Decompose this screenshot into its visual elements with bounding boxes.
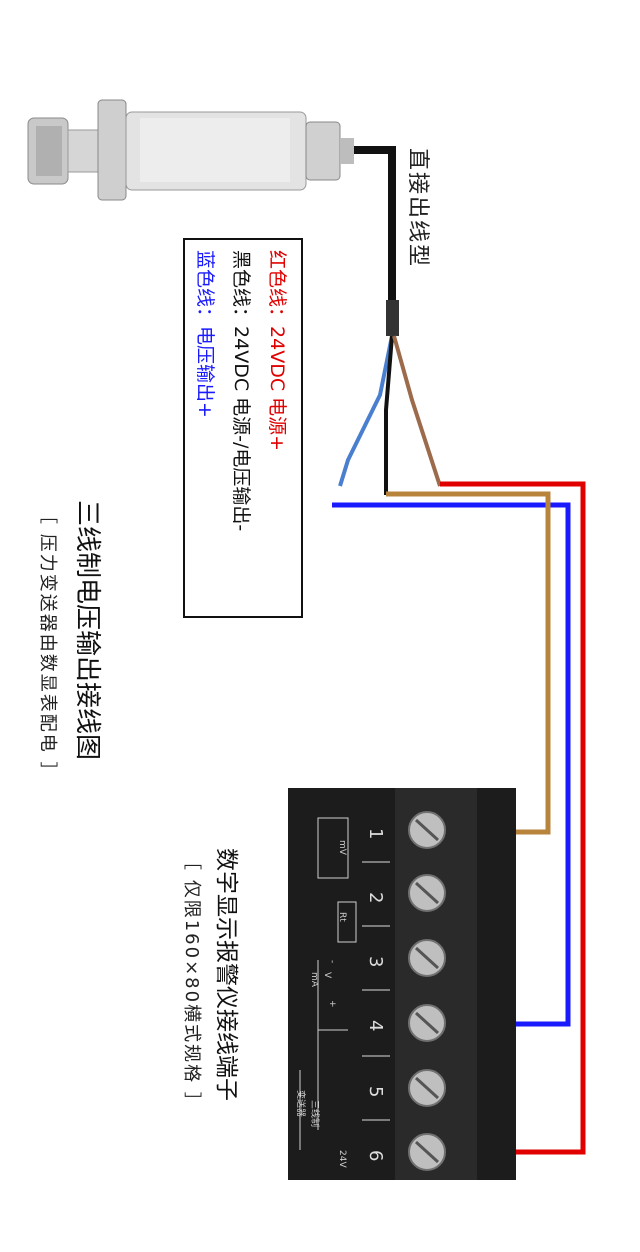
terminal-number-4: 4: [365, 1020, 386, 1031]
legend-black-label: 黑色线：: [230, 250, 252, 327]
legend-black: 黑色线：24VDC 电源-/电压输出-: [229, 250, 256, 531]
schem-v: V: [322, 972, 332, 979]
schem-ma: mA: [309, 972, 319, 988]
schem-24v: 24V: [337, 1150, 347, 1168]
terminal-number-1: 1: [365, 828, 386, 839]
schem-rt: Rt: [337, 912, 347, 922]
terminal-number-3: 3: [365, 956, 386, 967]
legend-black-value: 24VDC 电源-/电压输出-: [230, 326, 252, 532]
page-title: 三线制电压输出接线图: [72, 500, 102, 761]
terminal-number-6: 6: [365, 1150, 386, 1161]
schematic-labels: mV Rt V mA + - 24V 三线制 变送器: [295, 840, 347, 1168]
legend-red-value: 24VDC 电源+: [266, 326, 288, 452]
cable-label: 直接出线型: [405, 148, 430, 269]
schem-biansong: 变送器: [295, 1090, 307, 1117]
terminal-block: [288, 788, 516, 1180]
legend-red: 红色线：24VDC 电源+: [265, 250, 292, 451]
schem-minus: -: [327, 960, 337, 963]
schem-plus: +: [327, 1000, 337, 1008]
schem-mv: mV: [337, 840, 347, 856]
legend-blue-label: 蓝色线：: [194, 250, 216, 327]
legend-blue-value: 电压输出+: [194, 326, 216, 418]
terminal-title: 数字显示报警仪接线端子: [213, 848, 239, 1101]
legend-red-label: 红色线：: [266, 250, 288, 327]
terminal-numbers: 1 2 3 4 5 6: [365, 828, 386, 1161]
terminal-number-2: 2: [365, 892, 386, 903]
wire-legend-box: [183, 238, 303, 618]
schem-sanxian: 三线制: [309, 1100, 321, 1127]
brown-wire: [386, 491, 551, 835]
terminal-number-5: 5: [365, 1086, 386, 1097]
legend-blue: 蓝色线：电压输出+: [193, 250, 220, 418]
pressure-transmitter: [27, 99, 354, 201]
page-subtitle: ［ 压力变送器由数显表配电 ］: [37, 506, 58, 782]
terminal-note: ［ 仅限160×80横式规格 ］: [181, 852, 202, 1112]
